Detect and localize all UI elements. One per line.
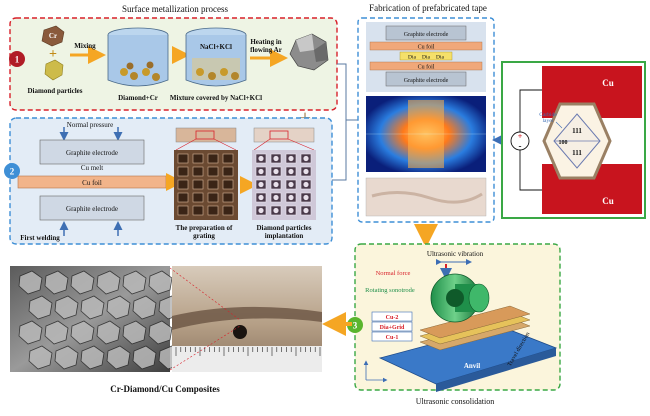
cr-lump-icon [41,25,65,47]
graphite-bottom [39,195,145,221]
legend-dia-grid [371,321,413,332]
diamond-particles-label: Diamond particles [27,87,82,95]
ultrasonic-panel: 3 Ultrasonic vibration Normal force Rota… [347,243,561,406]
legend-cu1-label: Cu-1 [386,335,399,341]
diamond-cr-label: Diamond+Cr [118,94,158,102]
step1-badge [9,51,25,67]
tape-cu-foil-bottom-label: Cu foil [418,64,435,71]
dia-label-2: Dia [422,55,431,61]
power-source-icon [510,131,530,151]
cu-bottom-label: Cu [602,196,614,206]
dia-label-1: Dia [408,55,417,61]
beaker-nacl-kcl [185,27,247,87]
grating-micrograph [174,150,238,220]
carbide-label-2: layer [543,118,554,124]
implant-label-2: implantation [265,232,304,240]
result-images: Cr-Diamond/Cu Composites [10,266,322,394]
tape-graphite-bottom-label: Graphite electrode [404,78,449,84]
circuit-wire-top [519,89,542,132]
legend-cu2-label: Cu-2 [386,315,399,321]
implant-micrograph [252,150,316,220]
graphite-top [39,139,145,165]
carbide-label-1: Carbide [539,112,557,118]
ultrasonic-caption: Ultrasonic consolidation [416,397,494,406]
diamond-particle-icon [44,59,64,81]
step3-badge [347,317,363,333]
graphite-top-label: Graphite electrode [66,149,118,157]
coated-diamond-icon [289,33,329,71]
result-caption: Cr-Diamond/Cu Composites [110,384,220,394]
facet-100: 100 [559,140,568,146]
tape-graphite-top-label: Graphite electrode [404,32,449,38]
grating-strip-photo [175,127,237,143]
cu-top-label: Cu [602,78,614,88]
step2-label: 2 [10,167,15,177]
facet-111-bottom: 111 [572,149,582,157]
mixing-label: Mixing [74,42,96,50]
beaker-diamond-cr [107,27,169,87]
connector-bracket [332,63,347,181]
normal-force-label: Normal force [376,270,411,277]
mixture-label: Mixture covered by NaCl+KCl [170,94,262,102]
cr-label: Cr [49,32,57,40]
legend-dia-grid-label: Dia+Grid [380,325,405,331]
tape-title: Fabrication of prefabricated tape [369,3,487,13]
rotating-sonotrode [430,273,490,323]
graphite-bottom-label: Graphite electrode [66,205,118,213]
implant-label-1: Diamond particles [256,224,311,232]
circuit-wire-bottom [519,150,542,191]
plus-sign: + [49,47,57,62]
facet-111-top: 111 [572,127,582,135]
normal-pressure-label: Normal pressure [67,121,113,129]
heating-label-2: flowing Ar [250,46,282,54]
surface-title: Surface metallization process [122,4,228,14]
tape-cu-foil-top-label: Cu foil [418,44,435,51]
prefabricated-tape-panel: Fabrication of prefabricated tape Graphi… [357,3,495,223]
grating-label-2: grating [193,232,215,240]
implant-strip-photo [253,127,315,143]
sonotrode-label: Rotating sonotrode [365,287,415,294]
positive-sign: + [518,132,523,141]
welding-panel: 2 Normal pressure Graphite electrode Cu … [4,117,333,245]
step1-label: 1 [15,55,20,65]
nacl-kcl-label: NaCl+KCl [200,43,232,51]
heating-label-1: Heating in [250,38,281,46]
carbide-layer-panel: Cu Cu 111 100 111 Carbide layer + - [501,61,646,219]
grating-label-1: The preparation of [176,224,233,232]
step3-label: 3 [353,321,358,331]
legend-cu1 [371,331,413,342]
surface-metallization-panel: Surface metallization process 1 Cr + Dia… [9,4,338,111]
cu-melt-label: Cu melt [81,164,103,172]
anvil-label: Anvil [464,362,480,370]
negative-sign: - [519,141,522,151]
vibration-label: Ultrasonic vibration [427,250,484,258]
first-welding-label: First welding [20,234,60,242]
legend-cu2 [371,311,413,322]
cu-foil-label: Cu foil [82,179,102,187]
dia-label-3: Dia [436,55,445,61]
step2-badge [4,163,20,179]
